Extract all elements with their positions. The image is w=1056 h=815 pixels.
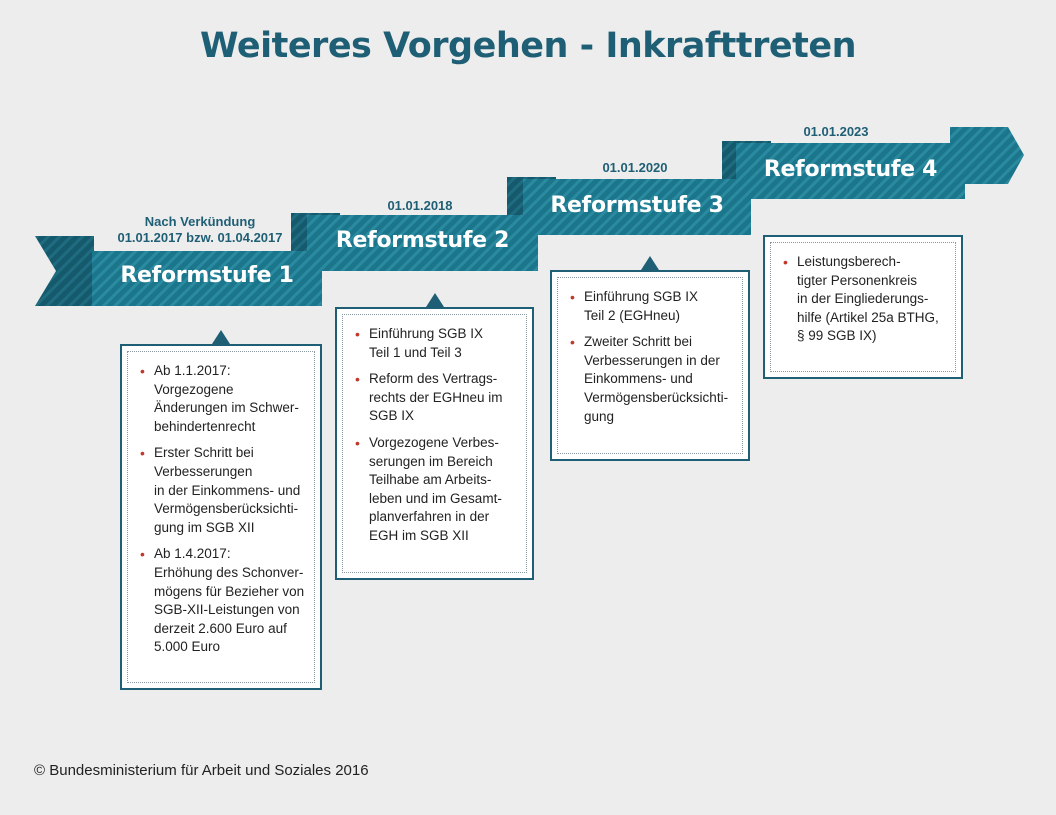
step-1-label: Reformstufe 1	[120, 263, 294, 288]
step-2-date: 01.01.2018	[387, 198, 453, 213]
list-item: •Vorgezogene Verbes- serungen im Bereich…	[355, 434, 502, 543]
step-2-label: Reformstufe 2	[335, 228, 510, 253]
bullet-icon: •	[355, 326, 360, 342]
bullet-icon: •	[140, 363, 145, 379]
step-2-box: •Einführung SGB IX Teil 1 und Teil 3 •Re…	[335, 307, 534, 580]
page-title: Weiteres Vorgehen - Inkrafttreten	[200, 26, 857, 66]
list-item: •Leistungsberech- tigter Personenkreis i…	[783, 254, 939, 344]
bullet-icon: •	[355, 434, 360, 451]
step-3-pointer	[641, 256, 659, 270]
step-3-label: Reformstufe 3	[550, 193, 724, 218]
step-2-pointer	[426, 293, 444, 307]
list-item: •Erster Schritt bei Verbesserungen in de…	[140, 445, 301, 535]
copyright-footer: © Bundesministerium für Arbeit und Sozia…	[34, 762, 369, 779]
bullet-icon: •	[783, 254, 788, 270]
step-1-pointer	[212, 330, 230, 344]
bullet-icon: •	[140, 546, 145, 563]
list-item: •Reform des Vertrags- rechts der EGHneu …	[355, 371, 503, 424]
ribbon-tail	[35, 236, 94, 306]
ribbon-arrow-head	[950, 127, 1024, 198]
list-item: •Einführung SGB IX Teil 2 (EGHneu)	[570, 289, 699, 323]
bullet-icon: •	[355, 371, 360, 388]
list-item: •Ab 1.1.2017: Vorgezogene Änderungen im …	[140, 363, 299, 434]
list-item: •Einführung SGB IX Teil 1 und Teil 3	[355, 326, 484, 360]
list-item: •Ab 1.4.2017: Erhöhung des Schonver- mög…	[140, 546, 305, 655]
ribbon-step-3	[523, 179, 751, 235]
bullet-icon: •	[570, 289, 575, 305]
step-4-date: 01.01.2023	[803, 124, 869, 139]
ribbon-step-2	[307, 215, 538, 271]
step-4-box: •Leistungsberech- tigter Personenkreis i…	[763, 235, 963, 379]
bullet-icon: •	[140, 445, 145, 462]
list-item: •Zweiter Schritt bei Verbesserungen in d…	[570, 334, 729, 424]
step-3-box: •Einführung SGB IX Teil 2 (EGHneu) •Zwei…	[550, 270, 750, 461]
ribbon-step-4	[736, 143, 965, 199]
step-4-label: Reformstufe 4	[763, 157, 938, 182]
step-1-box: •Ab 1.1.2017: Vorgezogene Änderungen im …	[120, 344, 322, 690]
step-1-date: Nach Verkündung 01.01.2017 bzw. 01.04.20…	[117, 214, 283, 245]
ribbon-step-1	[92, 251, 322, 306]
bullet-icon: •	[570, 334, 575, 351]
step-3-date: 01.01.2020	[602, 160, 668, 175]
